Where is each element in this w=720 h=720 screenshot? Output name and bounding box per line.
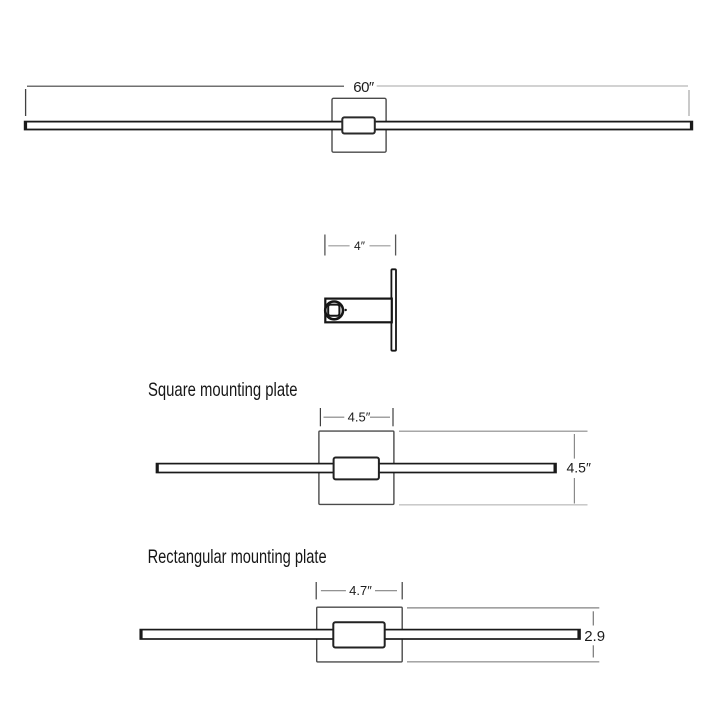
svg-text:4″: 4″ xyxy=(354,239,366,253)
svg-text:4.7″: 4.7″ xyxy=(349,583,372,598)
svg-text:4.5″: 4.5″ xyxy=(567,459,591,475)
svg-text:4.5″: 4.5″ xyxy=(348,410,371,425)
svg-text:60″: 60″ xyxy=(353,79,375,96)
svg-text:Square mounting plate: Square mounting plate xyxy=(148,379,298,401)
svg-text:Rectangular mounting plate: Rectangular mounting plate xyxy=(148,546,327,568)
svg-text:2.9: 2.9 xyxy=(584,628,605,645)
